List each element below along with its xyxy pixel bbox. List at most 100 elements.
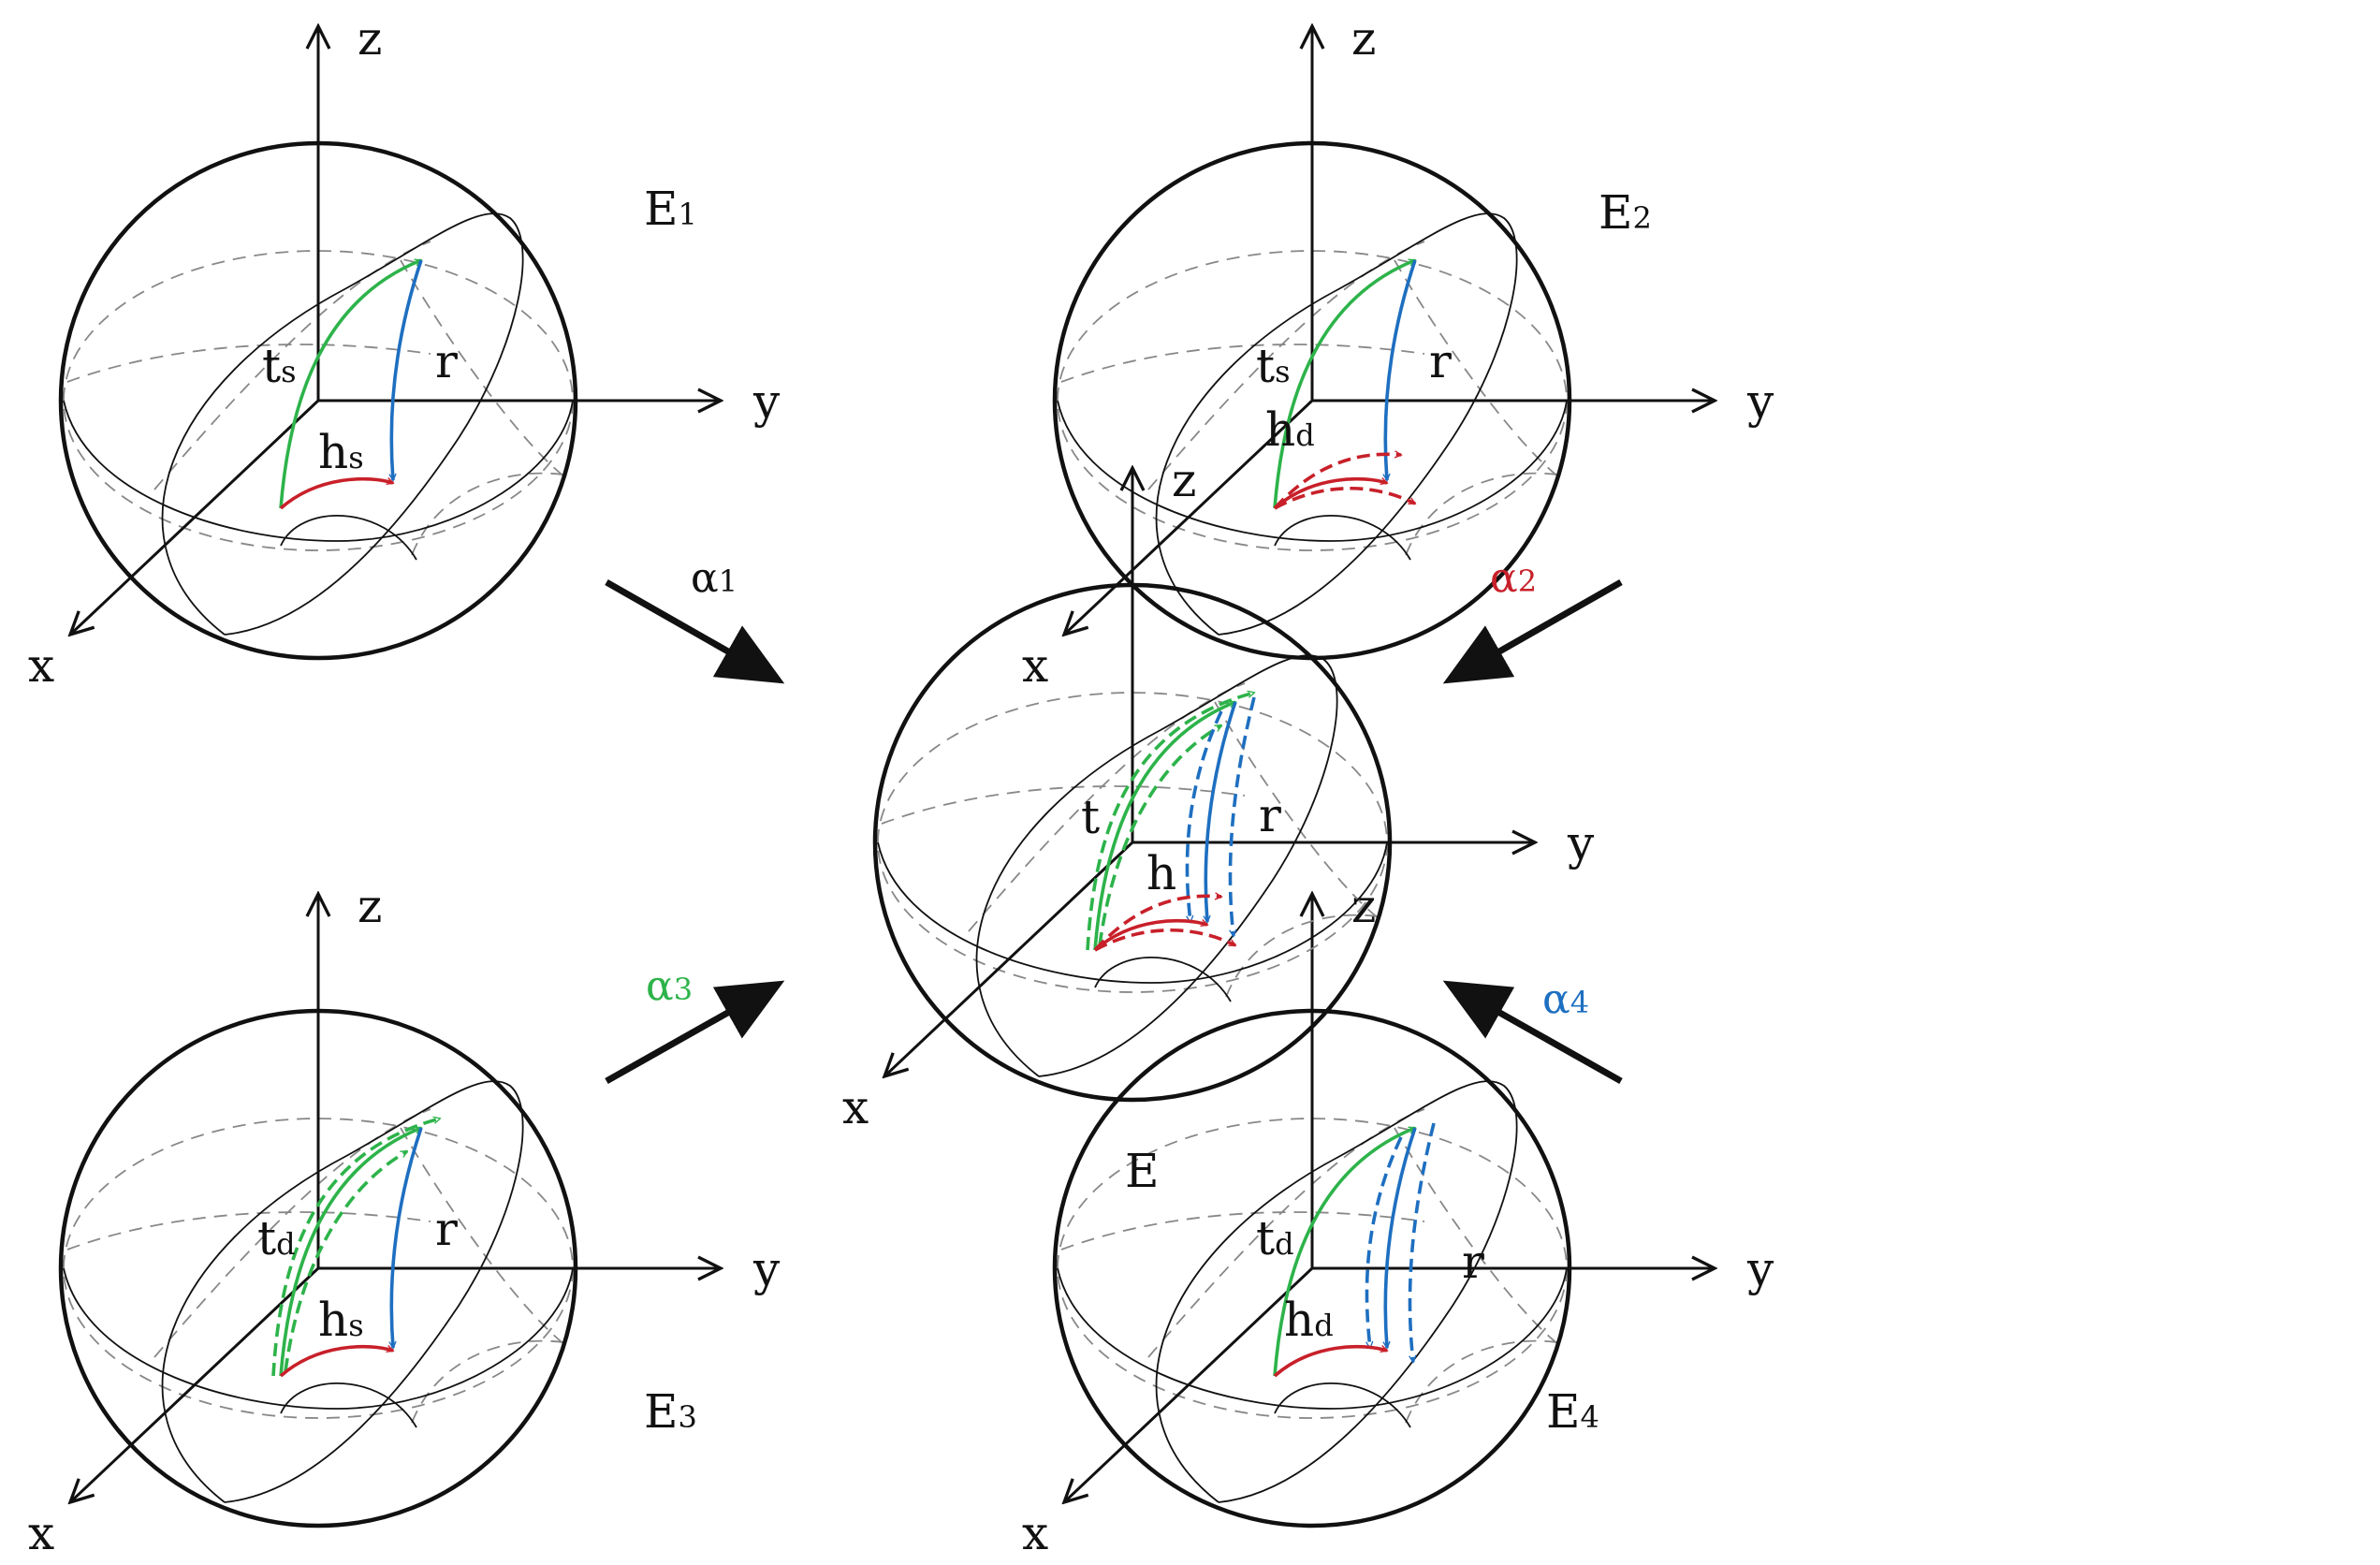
x-axis-label: x: [28, 1506, 54, 1560]
z-axis-label: z: [1172, 453, 1196, 507]
r-label: r: [435, 1202, 458, 1256]
dashed-latitude: [1060, 344, 1425, 383]
t-arc-dashed-outer: [271, 1119, 440, 1377]
t-arc: [1273, 1126, 1415, 1377]
t-arc: [1273, 258, 1415, 509]
h-arc: [279, 476, 393, 510]
y-axis-label: y: [1746, 374, 1774, 429]
tilted-great-circle: [1155, 212, 1518, 636]
r-arc: [391, 259, 423, 480]
r-label: r: [1259, 788, 1281, 842]
x-axis-label: x: [1022, 638, 1048, 693]
tilted-great-circle: [975, 654, 1338, 1077]
h-label: hd: [1284, 1293, 1334, 1347]
r-label: r: [435, 334, 458, 388]
t-label: td: [1256, 1211, 1294, 1265]
alpha-2-label: α2: [1490, 554, 1537, 602]
dashed-right-arc: [400, 1127, 570, 1349]
equator-front: [63, 1267, 574, 1410]
x-axis-label: x: [1022, 1506, 1048, 1560]
dashed-latitude: [881, 785, 1246, 825]
small-lower-arc: [280, 515, 417, 561]
dashed-lower-right: [411, 472, 570, 556]
equator-front: [1057, 400, 1568, 542]
arrow-e4-to-e: [1442, 980, 1623, 1085]
h-arc-dashed-lower: [1094, 929, 1235, 952]
equator-front: [1057, 1267, 1568, 1410]
alpha-4-label: α4: [1542, 975, 1589, 1023]
dashed-back-arc: [1147, 1108, 1425, 1358]
t-arc: [279, 258, 421, 509]
panel-e4-title: E4: [1546, 1384, 1599, 1439]
h-arc-dashed-upper: [1093, 896, 1221, 952]
dashed-lower-right: [411, 1339, 570, 1424]
x-axis: [1064, 1266, 1314, 1502]
h-arc: [1273, 476, 1387, 510]
dashed-back-arc: [153, 241, 431, 490]
t-label: ts: [1256, 339, 1291, 393]
x-axis: [884, 841, 1134, 1076]
tilted-great-circle: [161, 1080, 524, 1503]
equator-front: [63, 400, 574, 542]
t-arc: [1093, 700, 1235, 951]
panel-center-title: E: [1125, 1144, 1160, 1198]
equator-front: [877, 841, 1388, 984]
r-arc-dashed-left: [1185, 710, 1223, 922]
dashed-latitude: [66, 1211, 431, 1251]
x-axis: [70, 399, 320, 635]
t-label: ts: [262, 339, 297, 393]
dashed-lower-right: [1225, 914, 1384, 998]
panel-center: z y x t r h: [842, 453, 1595, 1134]
dashed-back-arc: [968, 682, 1246, 932]
small-lower-arc: [1274, 1382, 1411, 1428]
t-arc-dashed-outer: [1086, 693, 1254, 951]
h-arc: [1273, 1344, 1387, 1378]
panel-e3-title: E3: [644, 1384, 697, 1439]
dashed-right-arc: [1394, 259, 1564, 481]
r-arc: [1385, 259, 1417, 480]
transition-arrows: [605, 578, 1623, 1085]
h-arc-dashed-lower: [1274, 487, 1415, 510]
y-axis-label: y: [752, 1242, 781, 1296]
h-arc-dashed-upper: [1273, 454, 1401, 510]
x-axis-label: x: [28, 638, 54, 693]
alpha-1-label: α1: [691, 554, 737, 602]
dashed-back-arc: [1147, 241, 1425, 490]
y-axis-label: y: [752, 374, 781, 429]
dashed-latitude: [66, 344, 431, 383]
dashed-lower-right: [1405, 1339, 1564, 1424]
r-arc: [391, 1127, 423, 1348]
small-lower-arc: [1094, 957, 1232, 1002]
h-label: hs: [318, 1293, 364, 1347]
h-arc: [279, 1344, 393, 1378]
dashed-latitude: [1060, 1211, 1425, 1251]
x-axis: [1064, 399, 1314, 635]
h-label: hd: [1265, 402, 1315, 457]
dashed-lower-right: [1405, 472, 1564, 556]
r-arc: [1205, 701, 1237, 922]
h-arc: [1093, 918, 1207, 952]
y-axis-label: y: [1567, 816, 1595, 870]
h-label: hs: [318, 425, 364, 479]
r-arc: [1385, 1127, 1417, 1348]
y-axis-label: y: [1746, 1242, 1774, 1296]
r-label: r: [1462, 1235, 1484, 1289]
r-arc-dashed-right: [1408, 1122, 1436, 1362]
small-lower-arc: [280, 1382, 417, 1428]
t-arc-dashed-inner: [1098, 724, 1221, 946]
arrow-e1-to-e: [605, 578, 785, 684]
h-label: h: [1146, 846, 1176, 900]
r-arc-dashed-left: [1365, 1136, 1403, 1348]
small-lower-arc: [1274, 515, 1411, 561]
r-arc-dashed-right: [1228, 696, 1256, 936]
x-axis-label: x: [842, 1080, 869, 1134]
panel-e2-title: E2: [1599, 185, 1652, 240]
t-arc-dashed-inner: [284, 1149, 407, 1372]
t-label: t: [1081, 790, 1100, 844]
tilted-great-circle: [1155, 1080, 1518, 1503]
panel-e1-title: E1: [644, 182, 697, 236]
t-arc: [279, 1126, 421, 1377]
